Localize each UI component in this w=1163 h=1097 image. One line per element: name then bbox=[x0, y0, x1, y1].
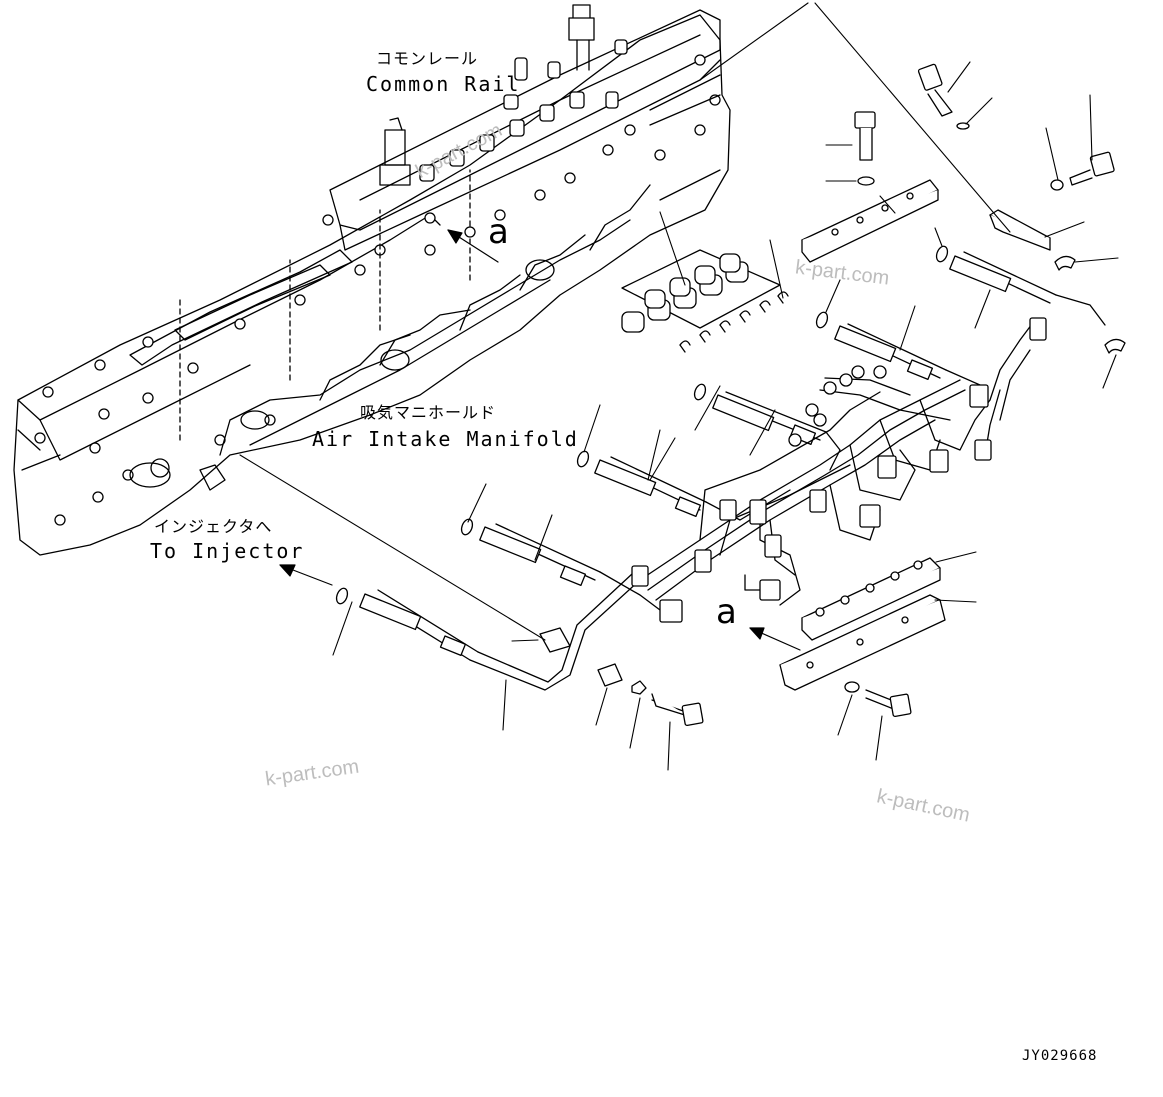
common-rail-label-jp: コモンレール bbox=[376, 49, 479, 68]
injector-label: To Injector bbox=[150, 539, 305, 563]
pipe-support-bracket bbox=[989, 209, 1126, 354]
intake-manifold-label: Air Intake Manifold bbox=[312, 427, 579, 451]
injector-label-jp: インジェクタへ bbox=[154, 517, 273, 536]
pipe-bracket-top bbox=[801, 179, 939, 263]
common-rail-label: Common Rail bbox=[366, 72, 521, 96]
reference-mark-a-bottom: a bbox=[716, 592, 737, 632]
fasteners bbox=[335, 63, 1115, 727]
direction-arrows bbox=[279, 229, 801, 651]
clamp-rubber-group bbox=[621, 249, 789, 353]
reference-mark-a-top: a bbox=[488, 212, 509, 252]
pipe-bracket-bottom bbox=[779, 557, 946, 691]
injection-pipes bbox=[359, 251, 1106, 691]
leader-lines bbox=[239, 2, 1119, 771]
drawing-code: JY029668 bbox=[1022, 1048, 1098, 1064]
intake-manifold-label-jp: 吸気マニホールド bbox=[360, 403, 497, 422]
intake-manifold-body bbox=[13, 14, 731, 556]
common-rail bbox=[329, 4, 721, 256]
